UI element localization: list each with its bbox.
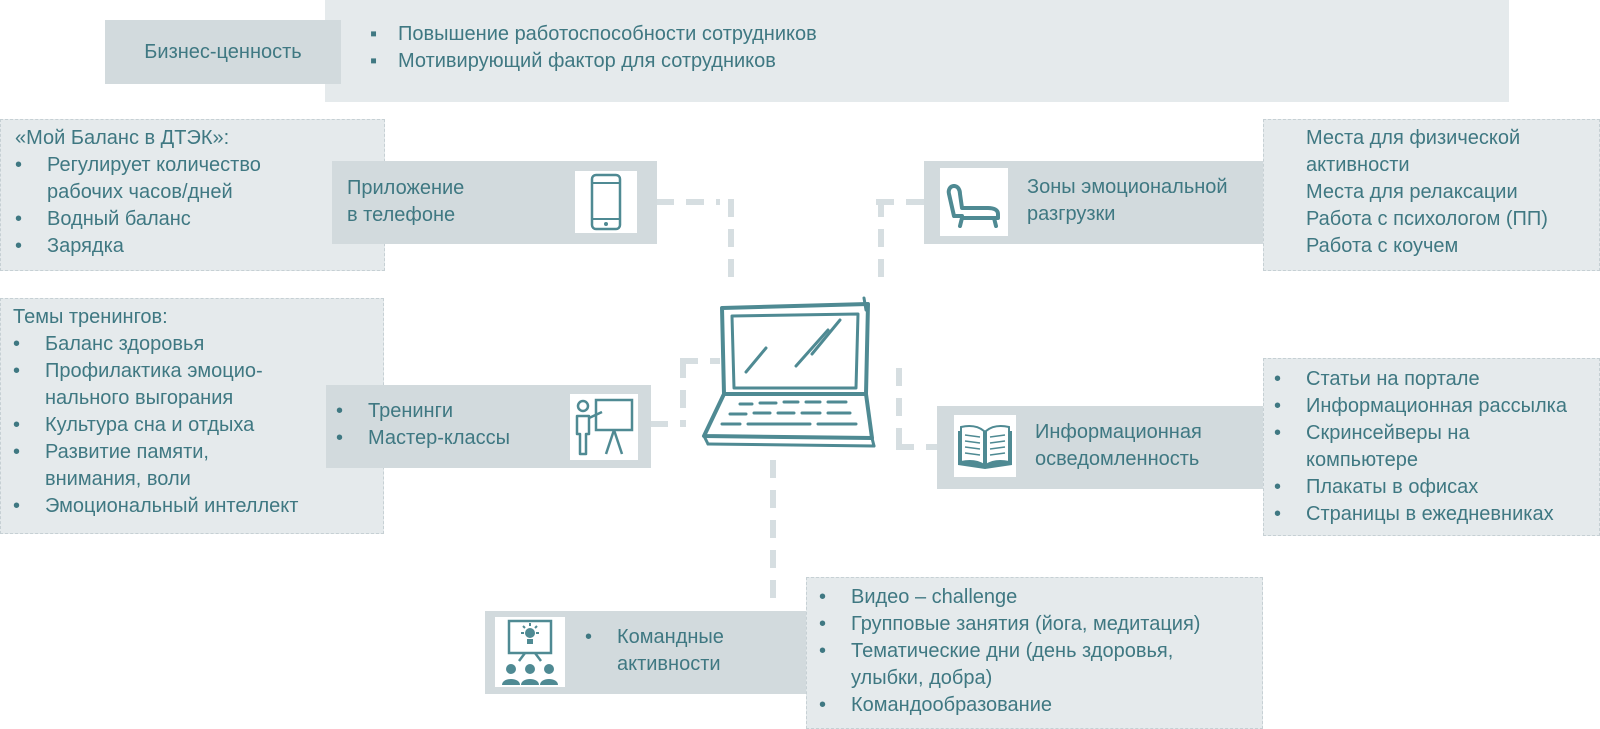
list-item: Работа с психологом (ПП) xyxy=(1306,208,1548,230)
team-activities-details: Видео – challenge Групповые занятия (йог… xyxy=(806,577,1263,729)
list-item: Информационная рассылка xyxy=(1274,393,1593,420)
emotional-zones-label-1: Зоны эмоциональной xyxy=(1027,176,1228,198)
team-idea-icon xyxy=(495,617,565,687)
list-item: Статьи на портале xyxy=(1274,366,1593,393)
list-item: Баланс здоровья xyxy=(13,331,375,358)
connector-phone xyxy=(656,199,720,205)
list-item: Командные активности xyxy=(585,624,724,678)
info-awareness-details: Статьи на портале Информационная рассылк… xyxy=(1263,358,1600,536)
phone-app-box: Приложение в телефоне xyxy=(332,161,657,244)
open-book-icon xyxy=(954,415,1016,477)
team-activities-label-2: активности xyxy=(617,653,721,675)
info-awareness-label-2: осведомленность xyxy=(1035,448,1200,470)
phone-app-label-1: Приложение xyxy=(347,177,465,199)
list-item: Зарядка xyxy=(15,233,376,260)
presenter-icon xyxy=(570,394,638,460)
list-item: Видео – challenge xyxy=(819,584,1256,611)
emotional-zones-label-2: разгрузки xyxy=(1027,203,1116,225)
list-item: Места для релаксации xyxy=(1306,181,1518,203)
business-value-label-box: Бизнес-ценность xyxy=(105,20,341,84)
list-item: Регулирует количество рабочих часов/дней xyxy=(15,152,277,206)
emotional-zones-details: Места для физической активности Места дл… xyxy=(1263,119,1600,271)
list-item: Скринсейверы на компьютере xyxy=(1274,420,1526,474)
connector-trainings-v xyxy=(680,360,686,422)
list-item: Работа с коучем xyxy=(1306,235,1459,257)
list-item: Водный баланс xyxy=(15,206,376,233)
smartphone-icon xyxy=(575,171,637,233)
info-awareness-box: Информационная осведомленность xyxy=(937,406,1264,489)
list-item: Мастер-классы xyxy=(336,425,510,452)
trainings-details: Темы тренингов: Баланс здоровья Профилак… xyxy=(0,298,384,534)
list-item: Страницы в ежедневниках xyxy=(1274,501,1593,528)
connector-team xyxy=(770,460,776,610)
business-value-label: Бизнес-ценность xyxy=(144,40,302,63)
list-item: Командообразование xyxy=(819,692,1256,719)
list-item: Профилактика эмоцио-нального выгорания xyxy=(13,358,281,412)
team-activities-label-1: Командные xyxy=(617,626,724,648)
team-activities-box: Командные активности xyxy=(485,611,808,694)
armchair-icon xyxy=(940,168,1008,236)
phone-app-details: «Мой Баланс в ДТЭК»: Регулирует количест… xyxy=(0,119,385,271)
connector-info-v xyxy=(896,368,902,444)
connector-trainings-top xyxy=(680,358,720,364)
list-item: Места для физической активности xyxy=(1306,127,1521,176)
list-item: Тематические дни (день здоровья, улыбки,… xyxy=(819,638,1211,692)
connector-info xyxy=(896,444,938,450)
connector-zones xyxy=(876,199,924,205)
list-item: Эмоциональный интеллект xyxy=(13,493,375,520)
business-value-list: Повышение работоспособности сотрудников … xyxy=(368,21,1068,75)
info-awareness-label-1: Информационная xyxy=(1035,421,1202,443)
trainings-box: Тренинги Мастер-классы xyxy=(326,385,651,468)
connector-zones-v xyxy=(878,199,884,277)
list-item: Мотивирующий фактор для сотрудников xyxy=(368,48,1068,75)
list-item: Групповые занятия (йога, медитация) xyxy=(819,611,1256,638)
list-item: Плакаты в офисах xyxy=(1274,474,1593,501)
list-item: Культура сна и отдыха xyxy=(13,412,375,439)
trainings-details-title: Темы тренингов: xyxy=(13,306,168,328)
phone-app-label-2: в телефоне xyxy=(347,204,456,226)
list-item: Тренинги xyxy=(336,398,510,425)
connector-trainings xyxy=(650,421,686,427)
phone-app-details-title: «Мой Баланс в ДТЭК»: xyxy=(15,127,230,149)
connector-phone-v xyxy=(728,199,734,277)
laptop-icon xyxy=(700,296,884,460)
emotional-zones-box: Зоны эмоциональной разгрузки xyxy=(924,161,1264,244)
list-item: Повышение работоспособности сотрудников xyxy=(368,21,1068,48)
list-item: Развитие памяти, внимания, воли xyxy=(13,439,245,493)
